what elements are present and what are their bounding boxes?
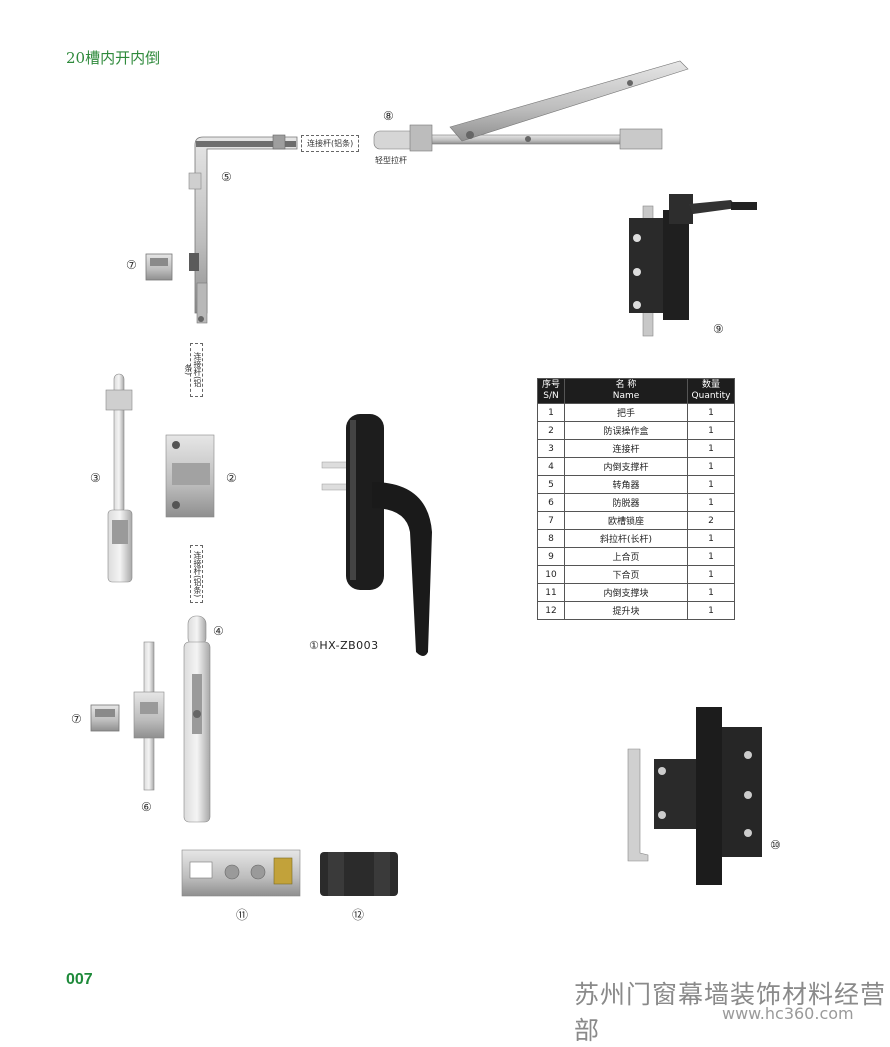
connecting-rod-image [105, 373, 133, 583]
top-hinge-image [629, 194, 757, 337]
callout-6: ⑥ [141, 800, 152, 814]
callout-3: ③ [90, 471, 101, 485]
bottom-hinge-image [627, 707, 762, 885]
handle-image [321, 414, 432, 656]
corner-drive-image [188, 134, 298, 324]
keeper-image-bottom [90, 704, 120, 732]
callout-7-top: ⑦ [126, 258, 137, 272]
callout-5: ⑤ [221, 170, 232, 184]
callout-8: ⑧ [383, 109, 394, 123]
light-stay-label: 轻型拉杆 [375, 156, 407, 165]
connecting-rod-label-horizontal: 连接杆(铝条) [301, 135, 360, 152]
handle-model-label: ①HX-ZB003 [309, 639, 379, 652]
gearbox-image [165, 434, 215, 518]
callout-10: ⑩ [770, 838, 781, 852]
callout-2: ② [226, 471, 237, 485]
watermark-url: www.hc360.com [722, 1004, 854, 1023]
connecting-rod-label-vertical-2: 连接杆(铝条) [190, 545, 203, 603]
stay-arm-image [373, 60, 689, 152]
keeper-image-top [145, 253, 173, 281]
lift-block-image [320, 852, 398, 896]
tilt-support-block-image [181, 849, 301, 897]
page-number: 007 [66, 971, 93, 988]
callout-7-bottom: ⑦ [71, 712, 82, 726]
callout-12: ⑫ [352, 908, 365, 922]
page-title: 20槽内开内倒 [66, 49, 161, 67]
connecting-rod-label-vertical-1: 连接杆(铝条) [184, 343, 203, 397]
anti-lift-device-image [133, 641, 165, 791]
callout-11: ⑪ [236, 908, 249, 922]
tilt-support-rod-image [183, 615, 211, 823]
callout-9: ⑨ [713, 322, 724, 336]
callout-4: ④ [213, 624, 224, 638]
